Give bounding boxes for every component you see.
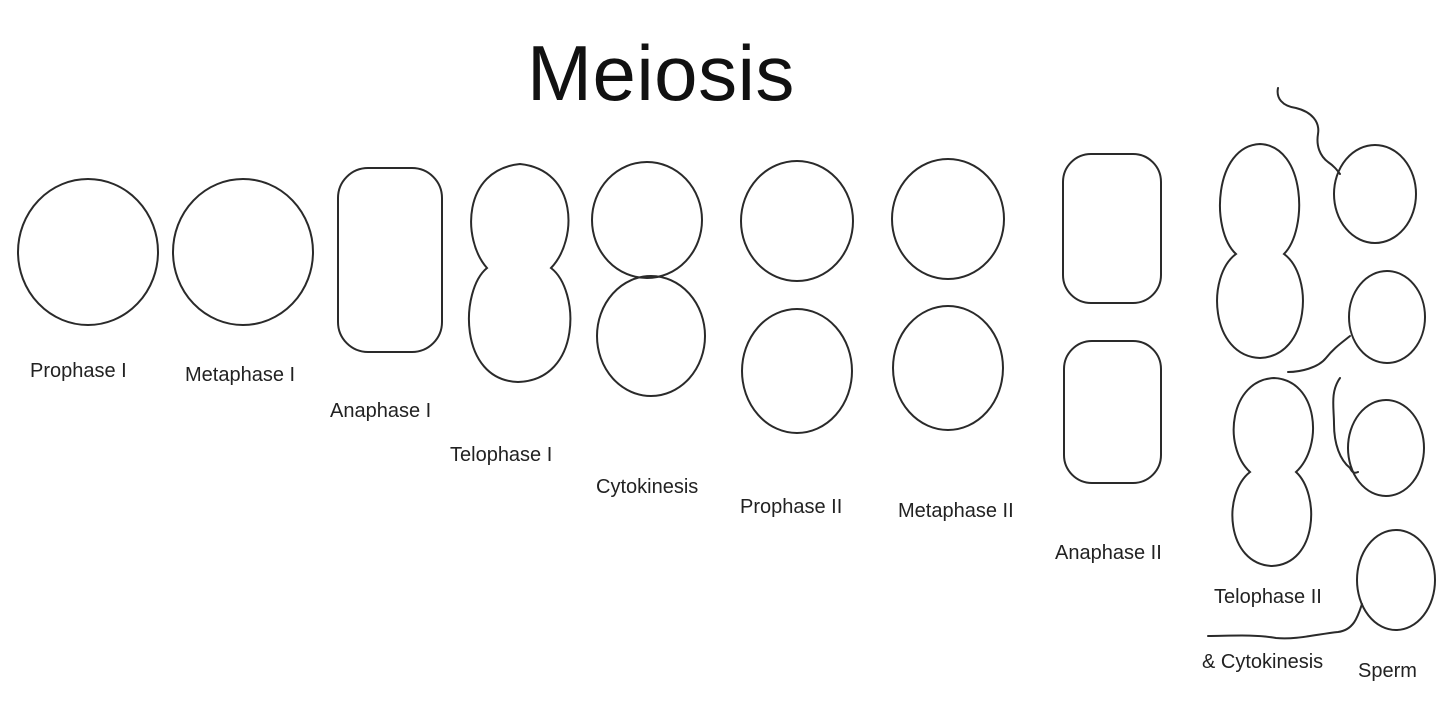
metaphase-2-cell-top: [891, 158, 1005, 280]
sperm-cell-1: [1333, 144, 1417, 244]
metaphase-2-cell-bottom: [892, 305, 1004, 431]
telophase-2-cell-top: [1216, 142, 1304, 360]
sperm-tail-2: [1287, 335, 1351, 373]
sperm-cell-2: [1348, 270, 1426, 364]
prophase-1-cell: [17, 178, 159, 326]
sperm-cell-4: [1356, 529, 1436, 631]
cytokinesis-cell-top: [591, 161, 703, 279]
sperm-tail-4: [1207, 603, 1363, 640]
anaphase-2-cell-bottom: [1063, 340, 1162, 484]
label-metaphase-1: Metaphase I: [185, 364, 296, 386]
label-sperm: Sperm: [1358, 660, 1417, 682]
label-anaphase-1: Anaphase I: [330, 400, 432, 422]
label-cytokinesis: Cytokinesis: [596, 476, 699, 498]
cytokinesis-cell-bottom: [596, 275, 706, 397]
prophase-2-cell-bottom: [741, 308, 853, 434]
label-prophase-1: Prophase I: [30, 360, 127, 382]
label-telophase-2-cytokinesis: & Cytokinesis: [1202, 651, 1324, 673]
label-metaphase-2: Metaphase II: [898, 500, 1014, 522]
telophase-1-cell: [467, 162, 572, 384]
telophase-2-cell-bottom: [1231, 376, 1314, 568]
label-anaphase-2: Anaphase II: [1055, 542, 1162, 564]
metaphase-1-cell: [172, 178, 314, 326]
anaphase-1-cell: [337, 167, 443, 353]
label-prophase-2: Prophase II: [740, 496, 843, 518]
anaphase-2-cell-top: [1062, 153, 1162, 304]
sperm-tail-1: [1276, 87, 1341, 175]
prophase-2-cell-top: [740, 160, 854, 282]
label-telophase-2: Telophase II: [1214, 586, 1322, 608]
sperm-tail-3: [1332, 377, 1359, 474]
diagram-title: Meiosis: [527, 29, 795, 117]
sperm-cell-3: [1347, 399, 1425, 497]
label-telophase-1: Telophase I: [450, 444, 553, 466]
